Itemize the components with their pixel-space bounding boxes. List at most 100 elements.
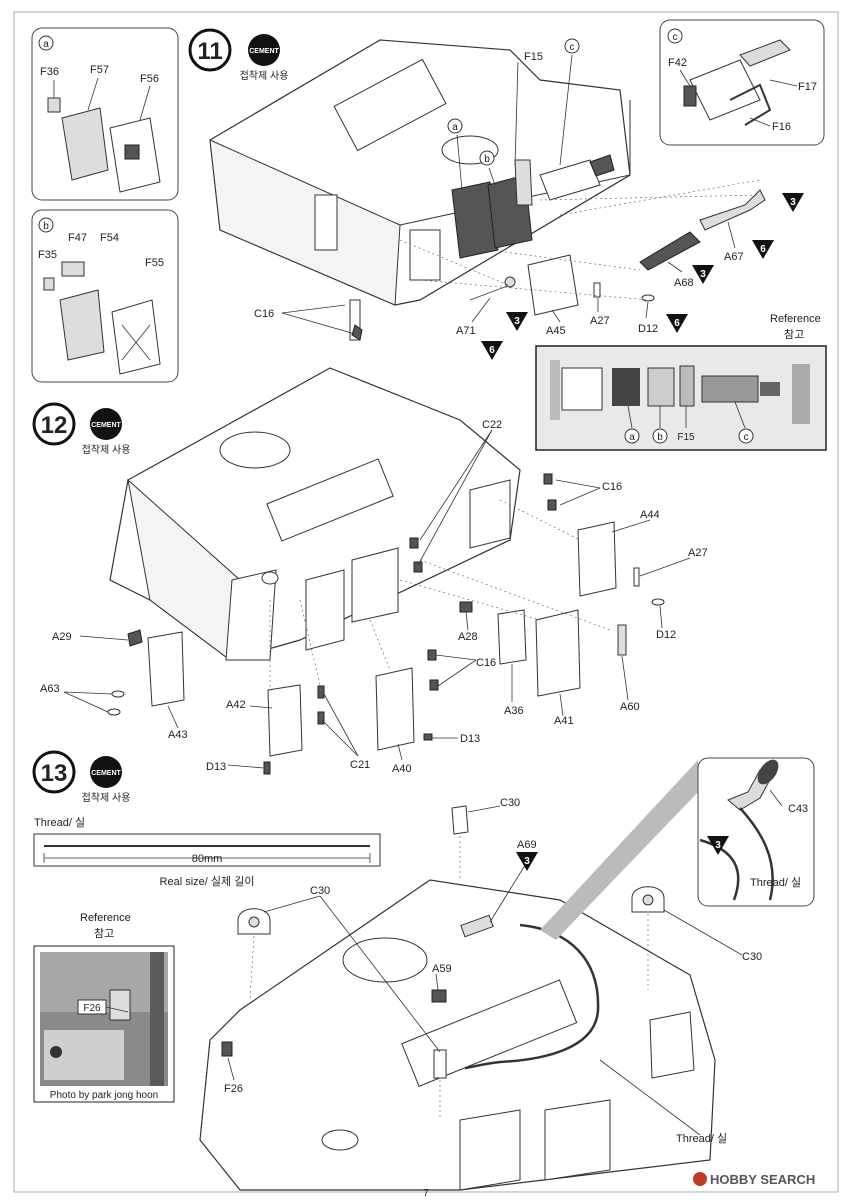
callout-a71: A71 bbox=[456, 325, 476, 337]
callout-a28: A28 bbox=[458, 631, 478, 643]
inset-a-part-2: F56 bbox=[140, 73, 159, 85]
badge-3-a69: 3 bbox=[516, 852, 538, 871]
callout-d13-left: D13 bbox=[206, 761, 226, 773]
part-a28 bbox=[459, 601, 473, 613]
callout-a68: A68 bbox=[674, 277, 694, 289]
callout-d12: D12 bbox=[638, 323, 658, 335]
callout-a43: A43 bbox=[168, 729, 188, 741]
svg-text:6: 6 bbox=[760, 244, 766, 255]
step-11-badge bbox=[188, 28, 232, 72]
callout-c16-mid: C16 bbox=[476, 657, 496, 669]
part-a60 bbox=[617, 624, 627, 656]
svg-text:3: 3 bbox=[524, 856, 530, 867]
inset-c-part-1: F17 bbox=[798, 81, 817, 93]
callout-d13-right: D13 bbox=[460, 733, 480, 745]
svg-text:3: 3 bbox=[700, 269, 706, 280]
part-c bbox=[539, 159, 601, 201]
callout-a63: A63 bbox=[40, 683, 60, 695]
tow-cable-thread bbox=[464, 923, 600, 1070]
inset-b-part-2: F54 bbox=[100, 232, 119, 244]
svg-text:CEMENT: CEMENT bbox=[91, 422, 121, 429]
badge-6-a67: 6 bbox=[752, 240, 774, 259]
inset-a-marker: a bbox=[43, 39, 49, 50]
callout-d12: D12 bbox=[656, 629, 676, 641]
cement-icon: CEMENT bbox=[90, 408, 122, 440]
svg-text:HOBBY SEARCH: HOBBY SEARCH bbox=[710, 1172, 815, 1187]
inset-a: a F36 F57 F56 bbox=[31, 27, 179, 201]
step-13: 13 CEMENT 접착제 사용 Thread/ 실 80mm Real siz… bbox=[32, 750, 815, 1191]
callout-c16-top: C16 bbox=[602, 481, 622, 493]
part-a45 bbox=[527, 254, 579, 316]
svg-text:6: 6 bbox=[674, 318, 680, 329]
step-11-number: 11 bbox=[197, 38, 222, 65]
svg-text:CEMENT: CEMENT bbox=[91, 770, 121, 777]
callout-a27: A27 bbox=[590, 315, 610, 327]
step-11: a F36 F57 F56 b F35 F47 F54 F55 bbox=[31, 19, 827, 451]
cement-icon: CEMENT bbox=[248, 34, 280, 66]
callout-a67: A67 bbox=[724, 251, 744, 263]
part-a59 bbox=[431, 989, 447, 1003]
part-a42 bbox=[267, 684, 303, 757]
step-13-number: 13 bbox=[41, 760, 68, 787]
reference-kr-13: 참고 bbox=[94, 927, 114, 940]
callout-a60: A60 bbox=[620, 701, 640, 713]
reference-photo-13: F26 Photo by park jong hoon bbox=[33, 945, 175, 1103]
inset-b: b F35 F47 F54 F55 bbox=[31, 209, 179, 383]
svg-text:3: 3 bbox=[790, 197, 796, 208]
part-a44 bbox=[577, 521, 617, 597]
reference-en-11: Reference bbox=[770, 313, 821, 325]
callout-a41: A41 bbox=[554, 715, 574, 727]
part-a-container bbox=[451, 181, 499, 259]
callout-a27: A27 bbox=[688, 547, 708, 559]
callout-f26: F26 bbox=[224, 1083, 243, 1095]
inset-c-marker: c bbox=[673, 32, 678, 43]
badge-3-c43: 3 bbox=[715, 840, 721, 851]
ruler-value: 80mm bbox=[192, 853, 223, 865]
page-border bbox=[13, 11, 839, 1193]
photo-credit: Photo by park jong hoon bbox=[50, 1090, 158, 1101]
reference-en-13: Reference bbox=[80, 912, 131, 924]
inset-b-part-1: F47 bbox=[68, 232, 87, 244]
inset-b-part-3: F55 bbox=[145, 257, 164, 269]
page-number: 7 bbox=[423, 1188, 429, 1199]
inset-c: c F42 F17 F16 bbox=[659, 19, 825, 146]
svg-text:a: a bbox=[629, 432, 635, 443]
inset-c-part-0: F42 bbox=[668, 57, 687, 69]
callout-a59: A59 bbox=[432, 963, 452, 975]
photo-label-f26: F26 bbox=[83, 1003, 101, 1014]
step-12: 12 CEMENT 접착제 사용 bbox=[32, 367, 708, 775]
hull-step-13 bbox=[199, 879, 716, 1191]
inset-b-marker: b bbox=[43, 221, 49, 232]
callout-c22: C22 bbox=[482, 419, 502, 431]
ruler-thread-label: Thread/ 실 bbox=[34, 816, 85, 829]
callout-a69: A69 bbox=[517, 839, 537, 851]
part-f26 bbox=[221, 1041, 233, 1057]
callout-c30-right: C30 bbox=[742, 951, 762, 963]
callout-c21: C21 bbox=[350, 759, 370, 771]
callout-c16: C16 bbox=[254, 308, 274, 320]
callout-a36: A36 bbox=[504, 705, 524, 717]
marker-b: b bbox=[484, 154, 490, 165]
svg-text:6: 6 bbox=[489, 345, 495, 356]
part-a41 bbox=[535, 609, 581, 697]
inset-c43: C43 3 Thread/ 실 bbox=[697, 757, 815, 907]
badge-6-a71: 6 bbox=[481, 341, 503, 360]
callout-f15: F15 bbox=[524, 51, 543, 63]
marker-c: c bbox=[570, 42, 575, 53]
marker-a: a bbox=[452, 122, 458, 133]
hull-step-11 bbox=[209, 39, 631, 306]
watermark: HOBBY SEARCH bbox=[693, 1172, 815, 1187]
cement-kr-12: 접착제 사용 bbox=[82, 444, 131, 456]
ruler-caption: Real size/ 실제 길이 bbox=[160, 875, 255, 888]
step-13-badge bbox=[32, 750, 76, 794]
ruler-box bbox=[33, 833, 381, 867]
part-a68 bbox=[639, 231, 701, 271]
part-a40 bbox=[375, 667, 415, 751]
badge-3-a71: 3 bbox=[506, 312, 528, 331]
badge-6-d12: 6 bbox=[666, 314, 688, 333]
part-a43 bbox=[147, 631, 185, 707]
hull-thread-label: Thread/ 실 bbox=[676, 1132, 727, 1145]
callout-a40: A40 bbox=[392, 763, 412, 775]
part-a36 bbox=[497, 609, 527, 665]
inset-a-part-1: F57 bbox=[90, 64, 109, 76]
